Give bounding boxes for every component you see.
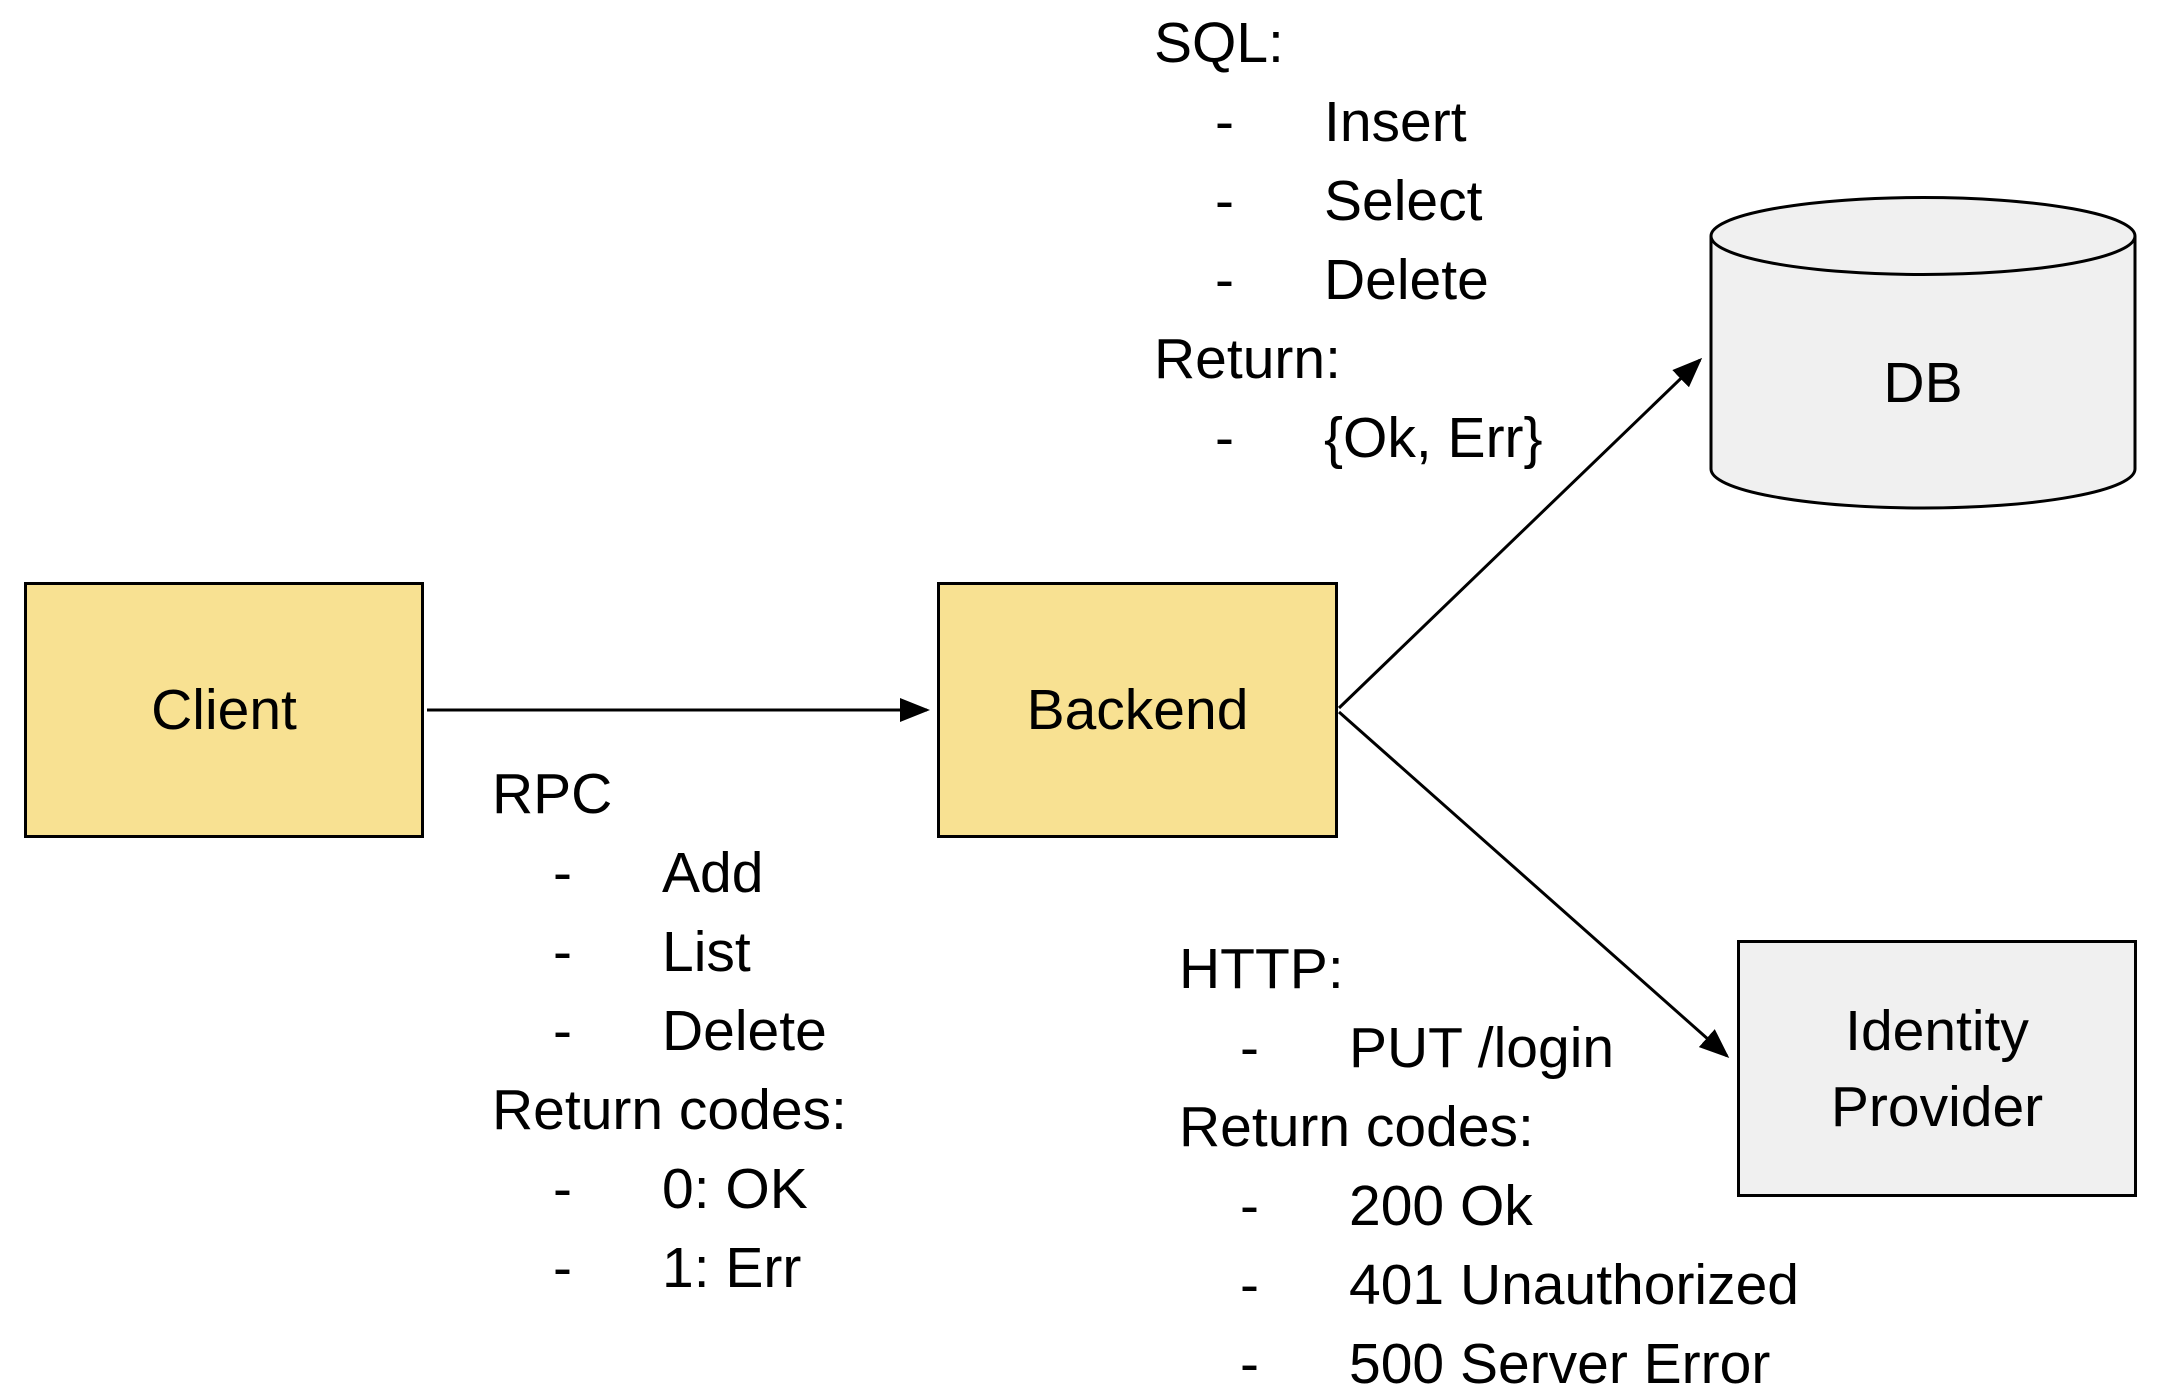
bullet-dash: - [1240,1016,1259,1080]
http-return-code-text: 200 Ok [1349,1174,1533,1238]
sql-title: SQL: [1154,4,1543,83]
sql-item-select: - Select [1154,162,1543,241]
bullet-dash: - [1240,1174,1259,1238]
rpc-return-code-text: 0: OK [662,1157,808,1221]
sql-return-item-text: {Ok, Err} [1324,406,1543,470]
db-cylinder-icon [1709,196,2137,510]
backend-node-label: Backend [1026,678,1249,742]
http-annotation: HTTP: - PUT /login Return codes: - 200 O… [1179,930,1799,1398]
sql-item-insert: - Insert [1154,83,1543,162]
rpc-return-codes-title: Return codes: [492,1071,847,1150]
http-return-codes-title: Return codes: [1179,1088,1799,1167]
http-return-code-text: 500 Server Error [1349,1332,1771,1396]
identity-provider-node-label: Identity Provider [1830,998,2044,1139]
http-title-text: HTTP: [1179,937,1344,1001]
bullet-dash: - [553,1157,572,1221]
rpc-annotation: RPC - Add - List - Delete Return codes: … [492,755,847,1308]
rpc-return-code-ok: - 0: OK [492,1150,847,1229]
sql-title-text: SQL: [1154,11,1284,75]
db-node: DB [1709,195,2137,510]
bullet-dash: - [1215,169,1234,233]
rpc-item-list: - List [492,913,847,992]
bullet-dash: - [553,920,572,984]
sql-item-text: Insert [1324,90,1467,154]
sql-item-text: Delete [1324,248,1489,312]
http-item-put-login: - PUT /login [1179,1009,1799,1088]
bullet-dash: - [1240,1253,1259,1317]
http-return-codes-title-text: Return codes: [1179,1095,1534,1159]
rpc-return-codes-title-text: Return codes: [492,1078,847,1142]
http-return-code-500: - 500 Server Error [1179,1325,1799,1398]
sql-return-item: - {Ok, Err} [1154,399,1543,478]
http-title: HTTP: [1179,930,1799,1009]
bullet-dash: - [1215,248,1234,312]
sql-annotation: SQL: - Insert - Select - Delete Return: … [1154,4,1543,478]
db-cylinder-body [1711,236,2135,508]
rpc-return-code-err: - 1: Err [492,1229,847,1308]
rpc-item-text: Add [662,841,764,905]
bullet-dash: - [1215,90,1234,154]
bullet-dash: - [553,1236,572,1300]
backend-node: Backend [937,582,1338,838]
bullet-dash: - [1215,406,1234,470]
http-return-code-401: - 401 Unauthorized [1179,1246,1799,1325]
client-node-label: Client [151,678,297,742]
db-cylinder-body-outline [1709,236,2137,510]
sql-item-text: Select [1324,169,1483,233]
http-return-code-text: 401 Unauthorized [1349,1253,1799,1317]
db-cylinder-top-outline [1709,196,2137,276]
bullet-dash: - [553,841,572,905]
identity-provider-node: Identity Provider [1737,940,2137,1197]
bullet-dash: - [1240,1332,1259,1396]
db-node-label: DB [1883,351,1963,415]
rpc-item-add: - Add [492,834,847,913]
rpc-return-code-text: 1: Err [662,1236,802,1300]
sql-return-title: Return: [1154,320,1543,399]
http-item-text: PUT /login [1349,1016,1615,1080]
db-cylinder-top [1711,197,2135,275]
http-return-code-200: - 200 Ok [1179,1167,1799,1246]
client-node: Client [24,582,424,838]
rpc-title: RPC [492,755,847,834]
sql-item-delete: - Delete [1154,241,1543,320]
rpc-item-delete: - Delete [492,992,847,1071]
rpc-item-text: Delete [662,999,827,1063]
sql-return-title-text: Return: [1154,327,1341,391]
rpc-title-text: RPC [492,762,613,826]
bullet-dash: - [553,999,572,1063]
rpc-item-text: List [662,920,751,984]
